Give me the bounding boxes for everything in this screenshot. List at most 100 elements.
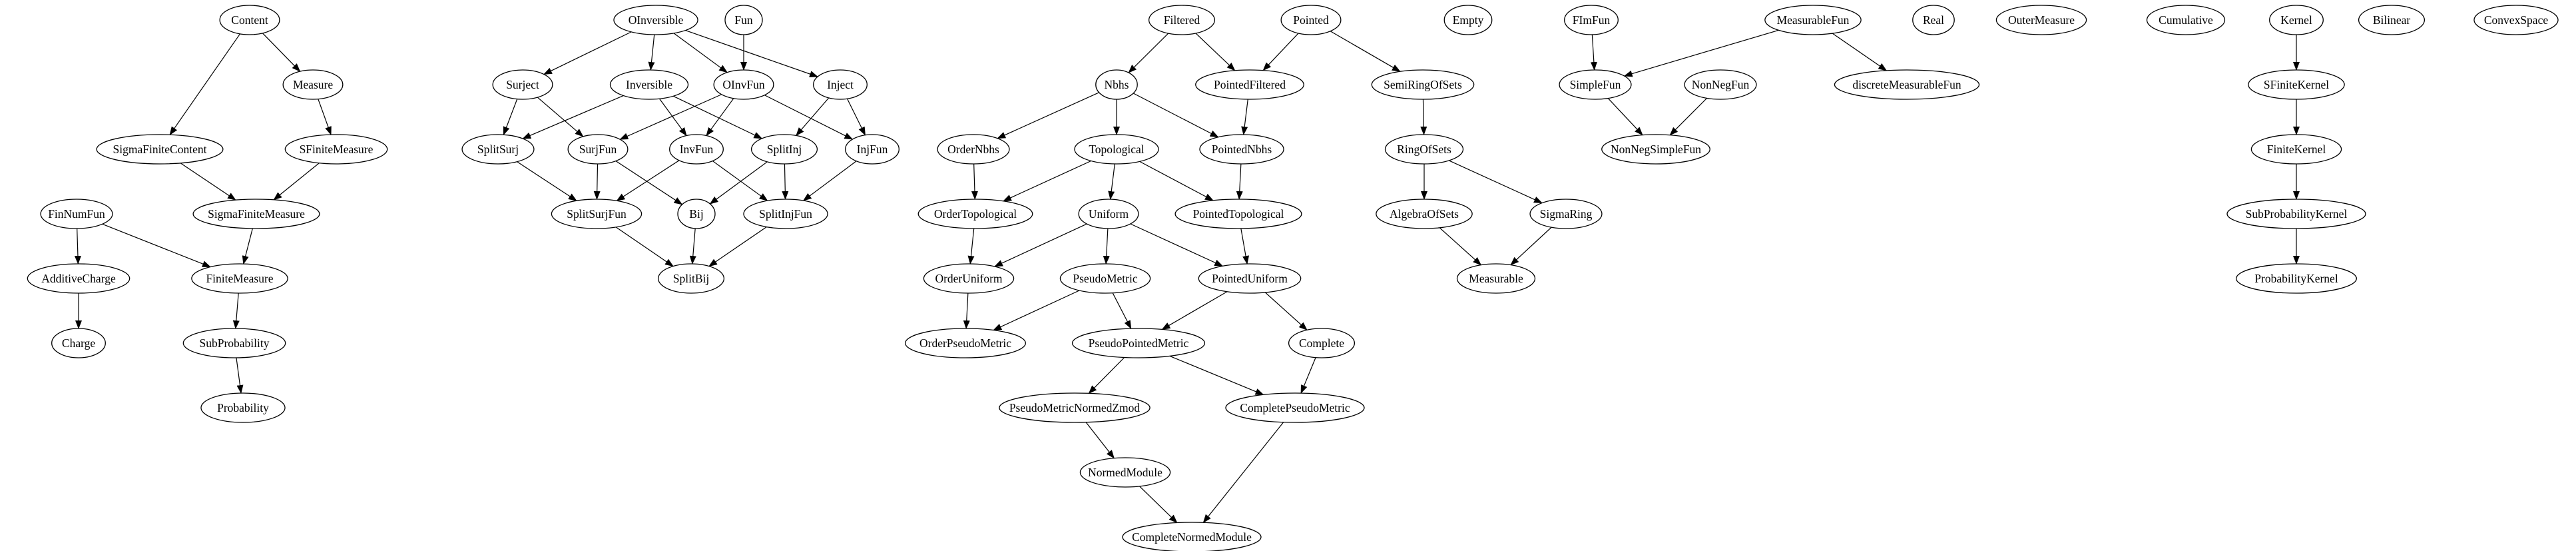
graph-edge-Inversible-to-InvFun xyxy=(659,98,687,137)
graph-edges xyxy=(74,29,2300,524)
graph-edge-SigmaFiniteContent-to-SigmaFiniteMeasure xyxy=(180,163,236,201)
graph-node-Complete: Complete xyxy=(1288,328,1356,358)
graph-node-Surject: Surject xyxy=(492,69,553,100)
graph-edge-InvFun-to-SplitSurjFun xyxy=(616,160,680,201)
node-label: Surject xyxy=(506,78,539,91)
node-ellipse xyxy=(937,134,1010,165)
graph-edge-Content-to-SigmaFiniteContent xyxy=(169,33,241,136)
node-label: ProbabilityKernel xyxy=(2254,272,2338,285)
node-ellipse xyxy=(1764,5,1862,35)
node-label: PointedFiltered xyxy=(1214,78,1286,91)
graph-edge-FiniteMeasure-to-SubProbability xyxy=(232,292,240,330)
graph-edge-PointedFiltered-to-PointedNbhs xyxy=(1241,99,1248,136)
graph-edge-PointedUniform-to-Complete xyxy=(1264,292,1308,330)
graph-edge-Complete-to-CompletePseudoMetric xyxy=(1300,357,1316,394)
node-ellipse xyxy=(1079,457,1171,488)
node-label: Inversible xyxy=(626,78,672,91)
node-label: Bij xyxy=(689,207,703,221)
graph-node-CompletePseudoMetric: CompletePseudoMetric xyxy=(1225,392,1365,423)
node-ellipse xyxy=(2248,69,2345,100)
graph-node-Content: Content xyxy=(219,5,280,35)
node-label: Probability xyxy=(217,401,269,414)
node-ellipse xyxy=(917,199,1033,229)
node-ellipse xyxy=(192,199,320,229)
node-ellipse xyxy=(1456,263,1536,294)
graph-edge-SplitInj-to-Bij xyxy=(709,161,768,205)
graph-edge-PseudoMetric-to-OrderPseudoMetric xyxy=(993,290,1080,331)
node-label: Pointed xyxy=(1293,13,1329,27)
graph-edge-FinNumFun-to-AdditiveCharge xyxy=(74,228,81,265)
graph-node-InjFun: InjFun xyxy=(845,134,900,165)
graph-node-Probability: Probability xyxy=(200,392,286,423)
graph-edge-SigmaRing-to-Measurable xyxy=(1510,227,1552,266)
graph-node-ProbabilityKernel: ProbabilityKernel xyxy=(2235,263,2357,294)
node-ellipse xyxy=(813,69,868,100)
graph-node-InvFun: InvFun xyxy=(669,134,724,165)
node-label: OuterMeasure xyxy=(2008,13,2075,27)
node-ellipse xyxy=(284,134,388,165)
node-label: AdditiveCharge xyxy=(41,272,116,285)
graph-edge-Nbhs-to-OrderNbhs xyxy=(997,92,1099,139)
graph-node-MeasurableFun: MeasurableFun xyxy=(1764,5,1862,35)
node-label: InjFun xyxy=(857,143,888,156)
graph-node-OrderUniform: OrderUniform xyxy=(923,263,1015,294)
graph-edge-PseudoMetric-to-PseudoPointedMetric xyxy=(1112,292,1132,330)
node-label: SubProbabilityKernel xyxy=(2246,207,2348,221)
graph-edge-Nbhs-to-PointedNbhs xyxy=(1133,93,1219,138)
graph-edge-Topological-to-PointedTopological xyxy=(1139,161,1214,201)
node-ellipse xyxy=(669,134,724,165)
node-label: RingOfSets xyxy=(1397,143,1451,156)
node-label: Cumulative xyxy=(2159,13,2213,27)
graph-edge-SplitInj-to-SplitInjFun xyxy=(782,163,789,201)
graph-node-Filtered: Filtered xyxy=(1148,5,1216,35)
graph-node-Measure: Measure xyxy=(282,69,344,100)
node-ellipse xyxy=(1288,328,1356,358)
node-label: MeasurableFun xyxy=(1777,13,1850,27)
graph-edge-PointedNbhs-to-PointedTopological xyxy=(1236,163,1243,201)
node-ellipse xyxy=(200,392,286,423)
node-ellipse xyxy=(567,134,629,165)
node-ellipse xyxy=(999,392,1151,423)
graph-node-AdditiveCharge: AdditiveCharge xyxy=(27,263,130,294)
graph-edge-OInversible-to-OInvFun xyxy=(673,33,728,73)
graph-node-Measurable: Measurable xyxy=(1456,263,1536,294)
node-ellipse xyxy=(1225,392,1365,423)
graph-edge-Inversible-to-SplitSurj xyxy=(522,95,624,139)
graph-edge-OInversible-to-Surject xyxy=(543,31,632,75)
graph-node-OrderTopological: OrderTopological xyxy=(917,199,1033,229)
node-ellipse xyxy=(657,263,725,294)
graph-edge-PointedUniform-to-PseudoPointedMetric xyxy=(1161,291,1228,330)
graph-edge-PseudoMetricNormedZmod-to-NormedModule xyxy=(1085,422,1115,459)
node-label: OInversible xyxy=(629,13,684,27)
graph-node-Inject: Inject xyxy=(813,69,868,100)
node-ellipse xyxy=(1559,69,1632,100)
graph-edge-SFiniteMeasure-to-SigmaFiniteMeasure xyxy=(273,163,320,201)
graph-node-PointedFiltered: PointedFiltered xyxy=(1195,69,1304,100)
node-label: Nbhs xyxy=(1105,78,1129,91)
graph-edge-OInvFun-to-InjFun xyxy=(764,95,854,140)
graph-edge-SubProbability-to-Probability xyxy=(236,357,244,394)
node-label: AlgebraOfSets xyxy=(1390,207,1459,221)
graph-edge-MeasurableFun-to-discreteMeasurableFun xyxy=(1832,33,1888,71)
graph-node-Charge: Charge xyxy=(51,328,106,358)
graph-node-SFiniteMeasure: SFiniteMeasure xyxy=(284,134,388,165)
graph-node-Topological: Topological xyxy=(1074,134,1159,165)
node-label: Kernel xyxy=(2280,13,2312,27)
node-label: SplitBij xyxy=(673,272,709,285)
graph-node-Uniform: Uniform xyxy=(1078,199,1139,229)
node-ellipse xyxy=(1384,134,1464,165)
node-label: OrderUniform xyxy=(935,272,1002,285)
node-label: SimpleFun xyxy=(1570,78,1621,91)
graph-node-Bij: Bij xyxy=(677,199,716,229)
node-ellipse xyxy=(923,263,1015,294)
node-label: SigmaFiniteMeasure xyxy=(208,207,305,221)
node-ellipse xyxy=(2269,5,2324,35)
node-label: Fun xyxy=(734,13,752,27)
node-ellipse xyxy=(2235,263,2357,294)
node-ellipse xyxy=(750,134,818,165)
node-ellipse xyxy=(1601,134,1710,165)
node-ellipse xyxy=(1199,134,1284,165)
graph-node-PointedTopological: PointedTopological xyxy=(1174,199,1302,229)
graph-edge-FinNumFun-to-FiniteMeasure xyxy=(102,223,211,268)
